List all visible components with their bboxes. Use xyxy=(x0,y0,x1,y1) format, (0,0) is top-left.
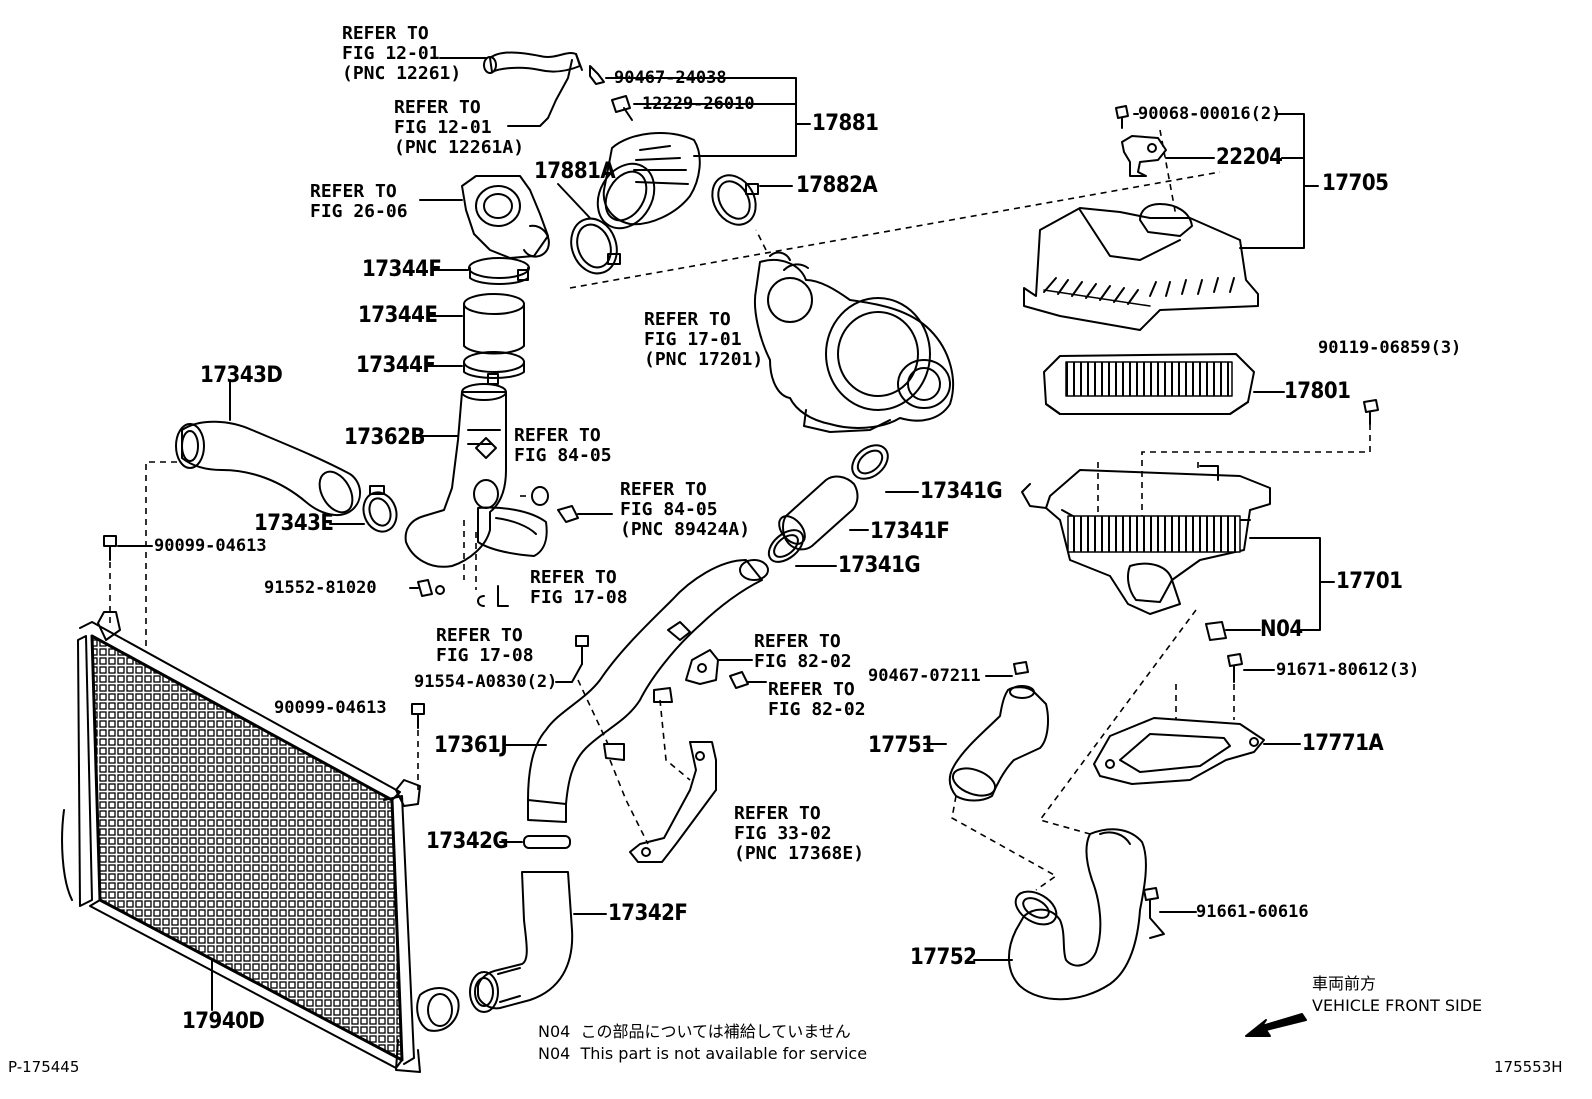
part-17341g-top: 17341G xyxy=(920,479,1003,504)
note-en: N04 This part is not available for servi… xyxy=(538,1044,868,1063)
part-17801: 17801 xyxy=(1284,379,1351,404)
clip-17-08 xyxy=(477,585,509,607)
sensor-89424a xyxy=(557,505,613,523)
direction-label-en: VEHICLE FRONT SIDE xyxy=(1312,996,1483,1015)
part-22204: 22204 xyxy=(1216,145,1283,170)
part-17881: 17881 xyxy=(812,111,879,136)
clamp-17344f-bottom xyxy=(463,351,525,385)
refer-label-r9: REFER TO FIG 82-02 xyxy=(754,631,852,672)
throttle-body xyxy=(461,175,550,259)
duct-17751 xyxy=(948,685,1049,802)
part-90467-07211: 90467-07211 xyxy=(868,666,981,686)
bolt-91671-80612 xyxy=(1227,653,1275,683)
part-91554-a0830: 91554-A0830(2) xyxy=(414,672,558,692)
part-90467-24038: 90467-24038 xyxy=(614,68,727,88)
hose-17341f xyxy=(778,475,859,551)
refer-label-r7: REFER TO FIG 17-08 xyxy=(530,567,628,608)
bolt-91554-a0830 xyxy=(555,635,589,683)
bolt-91661-60616 xyxy=(1143,887,1197,939)
air-filter-17801 xyxy=(1043,353,1255,415)
clip-90467-24038 xyxy=(589,65,787,85)
refer-label-r6: REFER TO FIG 84-05 (PNC 89424A) xyxy=(620,479,751,540)
bolt-90099-04613-upper xyxy=(103,535,153,561)
bolt-90099-04613-lower xyxy=(411,703,425,729)
front-direction-arrow xyxy=(1245,1013,1307,1037)
part-17701: 17701 xyxy=(1336,569,1403,594)
clamp-17344f-top xyxy=(468,257,530,285)
part-17344f-top: 17344F xyxy=(362,257,442,282)
refer-label-r1: REFER TO FIG 12-01 (PNC 12261) xyxy=(342,23,462,84)
part-90099-04613-upper: 90099-04613 xyxy=(154,536,267,556)
part-17882a: 17882A xyxy=(796,173,878,198)
part-91661-60616: 91661-60616 xyxy=(1196,902,1309,922)
page-id-left: P-175445 xyxy=(8,1058,80,1076)
part-17344f-bottom: 17344F xyxy=(356,353,436,378)
direction-label-jp: 車両前方 xyxy=(1312,974,1377,993)
air-cleaner-case-17701 xyxy=(1021,465,1271,615)
pipe-17362b xyxy=(404,383,548,568)
gasket-84-05 xyxy=(531,486,549,506)
air-cleaner-cap-17705 xyxy=(1023,203,1259,331)
refer-label-r10: REFER TO FIG 82-02 xyxy=(768,679,866,720)
refer-label-r4: REFER TO FIG 17-01 (PNC 17201) xyxy=(644,309,764,370)
clamp-17341g-top xyxy=(851,444,889,480)
part-17771a: 17771A xyxy=(1302,731,1384,756)
clip-90467-07211 xyxy=(985,661,1029,677)
page-id-right: 175553H xyxy=(1494,1058,1563,1076)
bolt-91552-81020 xyxy=(409,579,445,597)
refer-label-r5: REFER TO FIG 84-05 xyxy=(514,425,612,466)
part-17940d: 17940D xyxy=(182,1009,265,1034)
bracket-17368e xyxy=(629,741,717,863)
bolt-90068-00016 xyxy=(1115,105,1129,129)
pipe-17361j xyxy=(527,559,769,823)
part-17344e: 17344E xyxy=(358,303,438,328)
part-91671-80612: 91671-80612(3) xyxy=(1276,660,1420,680)
refer-label-r2: REFER TO FIG 12-01 (PNC 12261A) xyxy=(394,97,525,158)
part-90119-06859: 90119-06859(3) xyxy=(1318,338,1462,358)
clamp-17342g xyxy=(499,835,571,849)
turbocharger xyxy=(754,251,954,433)
part-17341f: 17341F xyxy=(870,519,950,544)
part-17752: 17752 xyxy=(910,945,977,970)
clamp-17881a xyxy=(570,217,621,275)
sensor-22204 xyxy=(1121,135,1167,177)
part-17342f: 17342F xyxy=(608,901,688,926)
bracket-82-02 xyxy=(685,649,767,689)
part-17341g-bottom: 17341G xyxy=(838,553,921,578)
part-17881a: 17881A xyxy=(534,159,616,184)
part-17362b: 17362B xyxy=(344,425,425,450)
hose-17342f xyxy=(469,871,574,1013)
part-17751: 17751 xyxy=(868,733,935,758)
part-91552-81020: 91552-81020 xyxy=(264,578,377,598)
part-17705: 17705 xyxy=(1322,171,1389,196)
hose-17881 xyxy=(596,132,701,230)
damper-n04 xyxy=(1205,621,1261,641)
sleeve-17344e xyxy=(463,293,525,355)
clamp-17341g-bottom xyxy=(767,529,805,563)
part-90099-04613-lower: 90099-04613 xyxy=(274,698,387,718)
part-17342g: 17342G xyxy=(426,829,509,854)
refer-label-r11: REFER TO FIG 33-02 (PNC 17368E) xyxy=(734,803,865,864)
part-17343e: 17343E xyxy=(254,511,334,536)
hose-17343d xyxy=(175,420,361,517)
part-12229-26010: 12229-26010 xyxy=(642,94,755,114)
intercooler-17940d xyxy=(61,611,460,1073)
part-n04: N04 xyxy=(1260,617,1303,642)
guide-17771a xyxy=(1093,717,1265,785)
note-jp: N04 この部品については補給していません xyxy=(538,1022,851,1041)
refer-label-r3: REFER TO FIG 26-06 xyxy=(310,181,408,222)
bolt-90119-06859 xyxy=(1363,399,1379,425)
part-17343d: 17343D xyxy=(200,363,283,388)
duct-17752 xyxy=(1007,828,1147,1001)
clamp-17343e xyxy=(362,485,398,533)
clamp-17882a xyxy=(711,174,759,226)
bolt-12229-26010 xyxy=(611,95,787,121)
part-90068-00016: 90068-00016(2) xyxy=(1138,104,1282,124)
part-17361j: 17361J xyxy=(434,733,508,758)
hose-12261 xyxy=(483,51,583,127)
refer-label-r8: REFER TO FIG 17-08 xyxy=(436,625,534,666)
